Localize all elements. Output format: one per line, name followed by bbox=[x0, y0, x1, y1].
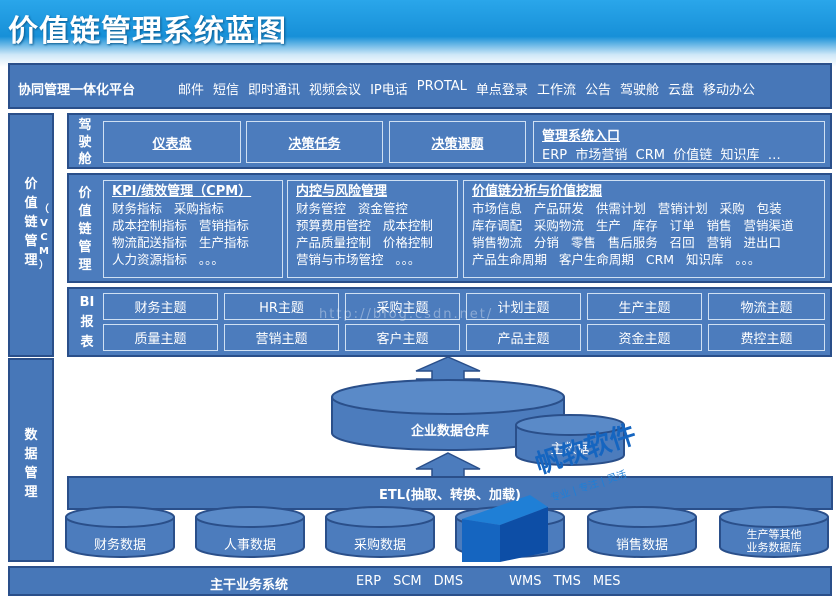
bi-topic-production[interactable]: 生产主题 bbox=[587, 293, 702, 320]
kpi-title: KPI/绩效管理（CPM） bbox=[112, 184, 252, 199]
collab-item: 即时通讯 bbox=[248, 83, 301, 98]
kpi-line: 财务指标 采购指标 bbox=[112, 201, 224, 216]
bi-label: BI 报 表 bbox=[79, 295, 95, 350]
risk-title: 内控与风险管理 bbox=[296, 184, 388, 199]
collab-item: 工作流 bbox=[536, 83, 576, 98]
up-arrow-icon bbox=[415, 452, 481, 478]
risk-line: 营销与市场管控 。。。 bbox=[296, 252, 421, 267]
value-chain-line: 库存调配 采购物流 生产 库存 订单 销售 营销渠道 bbox=[472, 218, 794, 233]
value-chain-line: 销售物流 分销 零售 售后服务 召回 营销 进出口 bbox=[472, 235, 782, 250]
main-system-item: ERP bbox=[356, 574, 382, 589]
main-systems-label: 主干业务系统 bbox=[210, 578, 289, 593]
fanruan-logo-mark-icon bbox=[462, 495, 548, 562]
main-system-item: MES bbox=[592, 574, 621, 589]
page-title: 价值链管理系统蓝图 bbox=[8, 14, 287, 49]
kpi-block: KPI/绩效管理（CPM） 财务指标 采购指标 成本控制指标 营销指标 物流配送… bbox=[103, 180, 283, 278]
decision-task-box[interactable]: 决策任务 bbox=[246, 121, 383, 163]
kpi-line: 人力资源指标 。。。 bbox=[112, 252, 224, 267]
value-chain-line: 市场信息 产品研发 供需计划 营销计划 采购 包装 bbox=[472, 201, 782, 216]
value-chain-title: 价值链分析与价值挖掘 bbox=[472, 184, 603, 199]
db-label-other: 生产等其他 业务数据库 bbox=[746, 528, 802, 554]
dashboard-box[interactable]: 仪表盘 bbox=[103, 121, 241, 163]
system-entry-box[interactable]: 管理系统入口 ERP 市场营销 CRM 价值链 知识库 … bbox=[533, 121, 825, 163]
main-system-item: SCM bbox=[393, 574, 422, 589]
bi-topic-hr[interactable]: HR主题 bbox=[224, 293, 339, 320]
db-label-finance: 财务数据 bbox=[93, 538, 146, 553]
value-chain-line: 产品生命周期 客户生命周期 CRM 知识库 。。。 bbox=[472, 252, 761, 267]
collab-item: PROTAL bbox=[416, 79, 467, 94]
risk-line: 财务管控 资金管控 bbox=[296, 201, 408, 216]
collab-platform-items: 邮件 短信 即时通讯 视频会议 IP电话 PROTAL 单点登录 工作流 公告 … bbox=[178, 79, 755, 98]
bi-topic-capital[interactable]: 资金主题 bbox=[587, 324, 702, 351]
vcm-panel: 价 值 链 管 理 KPI/绩效管理（CPM） 财务指标 采购指标 成本控制指标… bbox=[67, 173, 832, 283]
decision-topic-box[interactable]: 决策课题 bbox=[389, 121, 526, 163]
db-label-purchase: 采购数据 bbox=[353, 538, 406, 553]
vcm-left-sublabel: （ V C M ） bbox=[39, 204, 49, 271]
system-entry-text: ERP 市场营销 CRM 价值链 知识库 … bbox=[542, 148, 781, 163]
collab-item: 视频会议 bbox=[309, 83, 362, 98]
main-systems-band: 主干业务系统 ERP SCM DMS WMS TMS MES bbox=[8, 566, 832, 596]
collab-item: 驾驶舱 bbox=[619, 83, 659, 98]
collab-item: 单点登录 bbox=[475, 83, 528, 98]
bi-topic-expense[interactable]: 费控主题 bbox=[708, 324, 825, 351]
master-data-cylinder bbox=[515, 414, 625, 466]
value-chain-block: 价值链分析与价值挖掘 市场信息 产品研发 供需计划 营销计划 采购 包装 库存调… bbox=[463, 180, 825, 278]
bi-topic-customer[interactable]: 客户主题 bbox=[345, 324, 460, 351]
vcm-panel-label: 价 值 链 管 理 bbox=[78, 186, 92, 273]
collab-item: 移动办公 bbox=[703, 83, 756, 98]
bi-topic-plan[interactable]: 计划主题 bbox=[466, 293, 581, 320]
risk-line: 预算费用管控 成本控制 bbox=[296, 218, 433, 233]
bi-panel: BI 报 表 财务主题 HR主题 采购主题 计划主题 生产主题 物流主题 质量主… bbox=[67, 287, 832, 357]
data-flow-diagram bbox=[65, 357, 833, 562]
cockpit-panel: 驾 驶 舱 仪表盘 决策任务 决策课题 管理系统入口 ERP 市场营销 CRM … bbox=[67, 113, 832, 169]
main-systems-items: ERP SCM DMS WMS TMS MES bbox=[356, 574, 621, 589]
collab-item: 邮件 bbox=[178, 83, 205, 98]
main-system-gap bbox=[475, 574, 497, 589]
master-data-label: 主数据 bbox=[550, 442, 590, 457]
collab-platform-title: 协同管理一体化平台 bbox=[18, 83, 136, 98]
db-label-sales: 销售数据 bbox=[615, 538, 668, 553]
main-system-item: TMS bbox=[553, 574, 581, 589]
bi-topic-product[interactable]: 产品主题 bbox=[466, 324, 581, 351]
vcm-left-column: 价 值 链 管 理 （ V C M ） bbox=[8, 113, 54, 357]
kpi-line: 成本控制指标 营销指标 bbox=[112, 218, 249, 233]
main-system-item: WMS bbox=[509, 574, 542, 589]
collab-item: 短信 bbox=[213, 83, 240, 98]
blog-watermark: http://blog.csdn.net/ bbox=[319, 307, 494, 322]
data-mgmt-left-label: 数 据 管 理 bbox=[24, 428, 38, 500]
collab-item: 公告 bbox=[584, 83, 611, 98]
collab-item: 云盘 bbox=[667, 83, 694, 98]
data-warehouse-cylinder bbox=[331, 379, 565, 451]
etl-label: ETL(抽取、转换、加载) bbox=[379, 487, 521, 503]
data-warehouse-label: 企业数据仓库 bbox=[410, 424, 489, 439]
db-label-hr: 人事数据 bbox=[223, 538, 276, 553]
risk-block: 内控与风险管理 财务管控 资金管控 预算费用管控 成本控制 产品质量控制 价格控… bbox=[287, 180, 458, 278]
main-system-item: DMS bbox=[433, 574, 464, 589]
data-mgmt-left-column: 数 据 管 理 bbox=[8, 358, 54, 562]
cockpit-label: 驾 驶 舱 bbox=[78, 118, 92, 167]
bi-topic-quality[interactable]: 质量主题 bbox=[103, 324, 218, 351]
bi-topic-logistics[interactable]: 物流主题 bbox=[708, 293, 825, 320]
bi-topic-purchase[interactable]: 采购主题 bbox=[345, 293, 460, 320]
system-entry-title: 管理系统入口 bbox=[542, 129, 621, 144]
collab-platform-band: 协同管理一体化平台 邮件 短信 即时通讯 视频会议 IP电话 PROTAL 单点… bbox=[8, 63, 832, 109]
db-cylinders bbox=[65, 506, 829, 558]
risk-line: 产品质量控制 价格控制 bbox=[296, 235, 433, 250]
bi-topic-marketing[interactable]: 营销主题 bbox=[224, 324, 339, 351]
vcm-left-label: 价 值 链 管 理 bbox=[24, 177, 38, 268]
etl-band-shape bbox=[67, 476, 833, 510]
kpi-line: 物流配送指标 生产指标 bbox=[112, 235, 249, 250]
collab-item: IP电话 bbox=[370, 83, 408, 98]
bi-topic-finance[interactable]: 财务主题 bbox=[103, 293, 218, 320]
